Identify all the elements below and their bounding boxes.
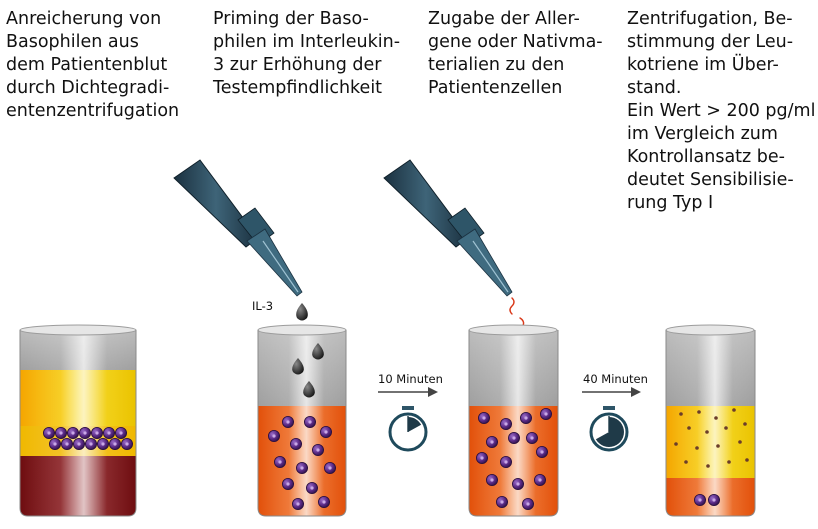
step-2-line: Testempfindlichkeit xyxy=(213,78,383,98)
step-4-line: deutet Sensibilisie- xyxy=(627,170,794,190)
step-1-line: entenzentrifugation xyxy=(6,101,180,121)
step-4-line: stand. xyxy=(627,78,682,98)
pipette-icon xyxy=(383,159,513,297)
stopwatch-icon xyxy=(589,406,629,452)
step-4-line: im Vergleich zum xyxy=(627,124,778,144)
step-3-description: Zugabe der Aller- gene oder Nativma- ter… xyxy=(428,8,603,100)
step-4-description: Zentrifugation, Be- stimmung der Leu- ko… xyxy=(627,8,815,215)
il3-droplets xyxy=(292,343,324,398)
step-4-line: Kontrollansatz be- xyxy=(627,147,785,167)
pipette-icon xyxy=(173,159,303,297)
tube-3 xyxy=(468,324,559,517)
step-2-line: philen im Interleukin- xyxy=(213,32,401,52)
incubation-10-label: 10 Minuten xyxy=(378,372,443,386)
tube-1 xyxy=(19,324,137,517)
step-1-description: Anreicherung von Basophilen aus dem Pati… xyxy=(6,8,179,123)
il3-label: IL-3 xyxy=(252,299,274,313)
leukotriene-dots xyxy=(674,408,749,468)
arrow-icon xyxy=(582,387,641,397)
step-4-line: stimmung der Leu- xyxy=(627,32,794,52)
step-2-line: Priming der Baso- xyxy=(213,9,369,29)
step-4-line: kotriene im Über- xyxy=(627,55,779,75)
step-3-line: terialien zu den xyxy=(428,55,565,75)
step-2-description: Priming der Baso- philen im Interleukin-… xyxy=(213,8,400,100)
step-4-line: rung Typ I xyxy=(627,193,714,213)
arrow-icon xyxy=(378,387,438,397)
incubation-40-label: 40 Minuten xyxy=(583,372,648,386)
step-1-line: Basophilen aus xyxy=(6,32,139,52)
step-3-line: Patientenzellen xyxy=(428,78,563,98)
droplet-icon xyxy=(296,303,308,321)
step-4-line: Zentrifugation, Be- xyxy=(627,9,793,29)
step-3-line: Zugabe der Aller- xyxy=(428,9,580,29)
tube-4 xyxy=(665,324,756,517)
step-3-line: gene oder Nativma- xyxy=(428,32,603,52)
step-1-line: dem Patientenblut xyxy=(6,55,168,75)
stopwatch-icon xyxy=(388,406,428,452)
step-1-line: Anreicherung von xyxy=(6,9,162,29)
step-4-line: Ein Wert > 200 pg/ml xyxy=(627,101,816,121)
step-1-line: durch Dichtegradi- xyxy=(6,78,170,98)
step-2-line: 3 zur Erhöhung der xyxy=(213,55,382,75)
tube-2 xyxy=(257,324,347,517)
